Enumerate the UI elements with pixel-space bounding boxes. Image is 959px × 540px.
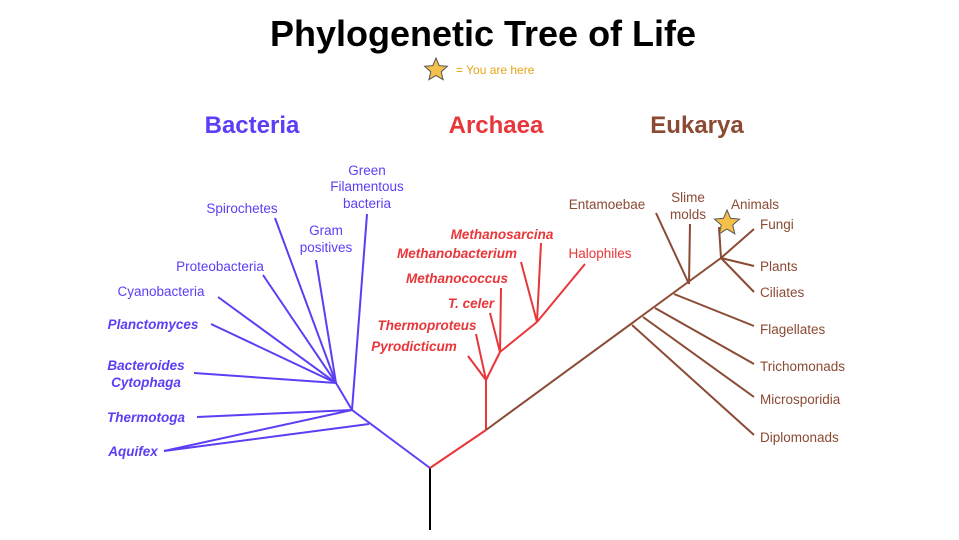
label-thermotoga: Thermotoga bbox=[107, 410, 185, 425]
archaea-labels: Methanosarcina Methanobacterium Halophil… bbox=[371, 227, 632, 354]
label-thermoproteus: Thermoproteus bbox=[377, 318, 477, 333]
legend: = You are here bbox=[423, 56, 535, 81]
label-pyrodicticum: Pyrodicticum bbox=[371, 339, 457, 354]
label-proteobacteria: Proteobacteria bbox=[176, 259, 264, 274]
label-halophiles: Halophiles bbox=[568, 246, 631, 261]
label-flagellates: Flagellates bbox=[760, 322, 826, 337]
label-microsporidia: Microsporidia bbox=[760, 392, 841, 407]
label-bacteroides: Bacteroides bbox=[107, 358, 185, 373]
label-diplomonads: Diplomonads bbox=[760, 430, 839, 445]
label-slime-molds-line1: Slime bbox=[671, 190, 705, 205]
label-trichomonads: Trichomonads bbox=[760, 359, 845, 374]
domain-title-archaea: Archaea bbox=[449, 112, 544, 139]
label-gram-positives-line1: Gram bbox=[309, 223, 343, 238]
label-planctomyces: Planctomyces bbox=[108, 317, 199, 332]
bacteria-branches bbox=[163, 213, 431, 469]
star-icon bbox=[423, 56, 449, 81]
label-green-filamentous-line1: Green bbox=[348, 163, 386, 178]
label-cyanobacteria: Cyanobacteria bbox=[117, 284, 205, 299]
label-methanococcus: Methanococcus bbox=[406, 271, 509, 286]
label-entamoebae: Entamoebae bbox=[569, 197, 646, 212]
label-gram-positives-line2: positives bbox=[300, 240, 353, 255]
label-slime-molds-line2: molds bbox=[670, 207, 706, 222]
diagram-title: Phylogenetic Tree of Life bbox=[270, 13, 696, 54]
eukarya-branches bbox=[485, 212, 755, 436]
label-methanobacterium: Methanobacterium bbox=[397, 246, 517, 261]
label-t-celer: T. celer bbox=[448, 296, 495, 311]
label-animals: Animals bbox=[731, 197, 779, 212]
label-aquifex: Aquifex bbox=[107, 444, 158, 459]
label-green-filamentous-line2: Filamentous bbox=[330, 179, 404, 194]
legend-label: = You are here bbox=[456, 63, 535, 77]
you-are-here-star-icon bbox=[713, 208, 741, 235]
eukarya-labels: Entamoebae Slime molds Animals Fungi Pla… bbox=[569, 190, 846, 445]
label-spirochetes: Spirochetes bbox=[206, 201, 278, 216]
label-fungi: Fungi bbox=[760, 217, 794, 232]
label-cytophaga: Cytophaga bbox=[111, 375, 181, 390]
label-green-filamentous-line3: bacteria bbox=[343, 196, 392, 211]
bacteria-labels: Green Filamentous bacteria Spirochetes G… bbox=[107, 163, 404, 459]
domain-title-eukarya: Eukarya bbox=[650, 112, 744, 139]
archaea-branches bbox=[429, 242, 586, 469]
domain-title-bacteria: Bacteria bbox=[205, 112, 300, 139]
label-methanosarcina: Methanosarcina bbox=[451, 227, 554, 242]
label-plants: Plants bbox=[760, 259, 798, 274]
label-ciliates: Ciliates bbox=[760, 285, 805, 300]
